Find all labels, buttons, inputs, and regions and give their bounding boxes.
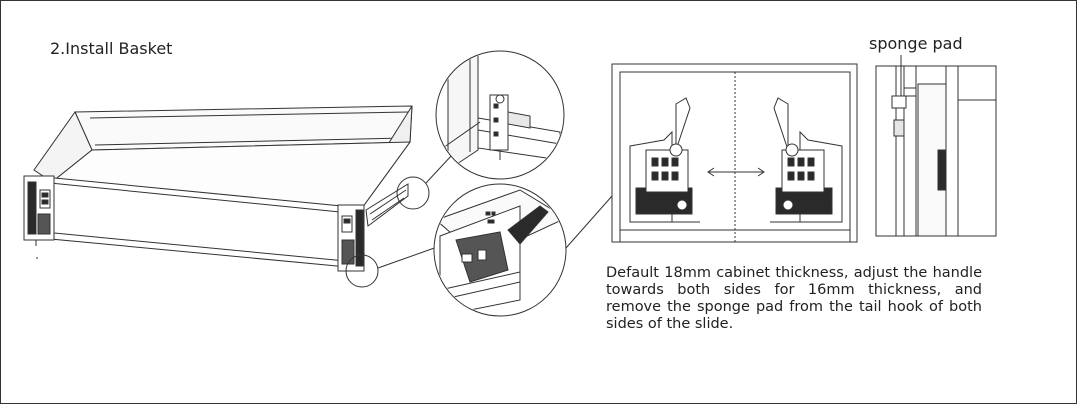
detail-front-lock (434, 184, 566, 316)
left-slide-mechanism (630, 98, 700, 222)
right-front-bracket (338, 205, 364, 271)
drawer-basket (24, 106, 412, 271)
left-front-bracket (24, 176, 54, 240)
detail-back-hook (436, 40, 564, 179)
sponge-pad-label: sponge pad (869, 34, 963, 53)
sponge-pad-side-view (876, 55, 996, 236)
handle-adjustment-panel (566, 64, 857, 248)
right-slide-mechanism (770, 98, 842, 222)
detail-source-circle-bottom (346, 255, 378, 287)
adjust-arrow (708, 168, 764, 176)
detail-callout-circles (346, 40, 566, 316)
instruction-text: Default 18mm cabinet thickness, adjust t… (606, 265, 982, 332)
step-title: 2.Install Basket (50, 39, 173, 58)
detail-source-circle-top (397, 177, 429, 209)
